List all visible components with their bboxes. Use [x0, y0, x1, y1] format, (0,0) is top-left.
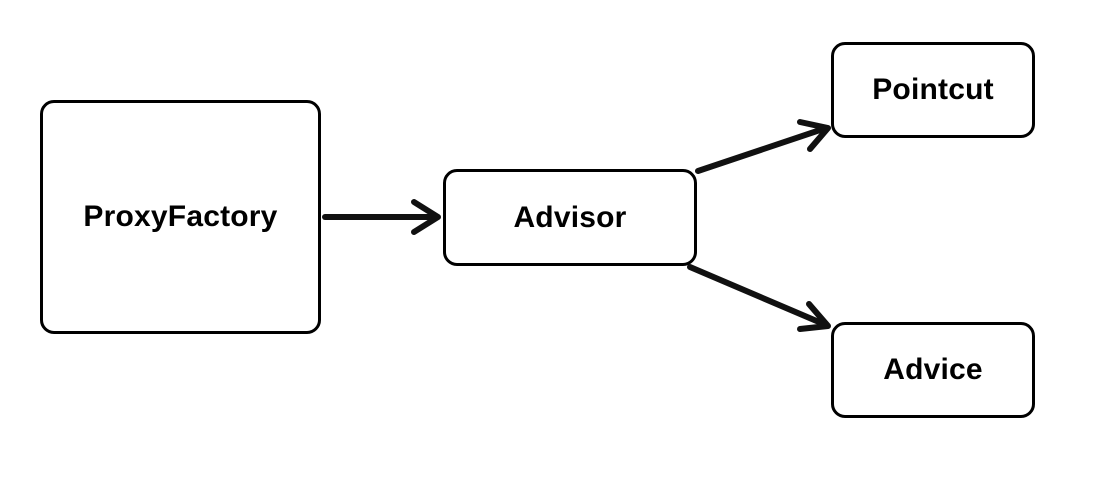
- edge-proxyfactory-to-advisor: [322, 199, 441, 235]
- edge-advisor-to-advice: [687, 264, 831, 332]
- node-label: ProxyFactory: [83, 200, 278, 233]
- edge-line: [695, 125, 829, 174]
- edge-advisor-to-pointcut: [695, 119, 831, 174]
- arrowhead-icon: [411, 199, 441, 235]
- node-proxyfactory: ProxyFactory: [40, 100, 321, 334]
- node-pointcut: Pointcut: [831, 42, 1035, 138]
- node-advice: Advice: [831, 322, 1035, 418]
- edge-line: [687, 264, 829, 328]
- node-label: Pointcut: [872, 73, 994, 106]
- node-label: Advice: [883, 353, 983, 386]
- arrowhead-icon: [797, 301, 831, 332]
- arrowhead-icon: [797, 119, 831, 152]
- node-advisor: Advisor: [443, 169, 697, 266]
- node-label: Advisor: [513, 200, 627, 234]
